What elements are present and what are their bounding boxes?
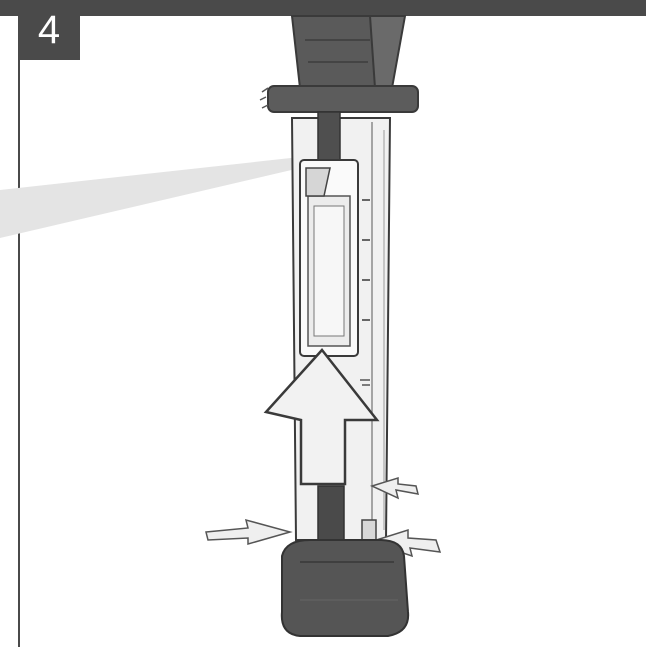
callout-beam — [0, 157, 318, 238]
step-number-badge: 4 — [18, 0, 80, 60]
header-bar — [0, 0, 646, 16]
step-number: 4 — [37, 8, 61, 52]
handle — [290, 15, 407, 89]
clamp-plate — [259, 85, 419, 113]
side-arrows — [205, 476, 442, 558]
insert-arrow — [263, 348, 380, 486]
left-margin-rule — [18, 60, 20, 647]
battery-pack — [280, 539, 410, 637]
